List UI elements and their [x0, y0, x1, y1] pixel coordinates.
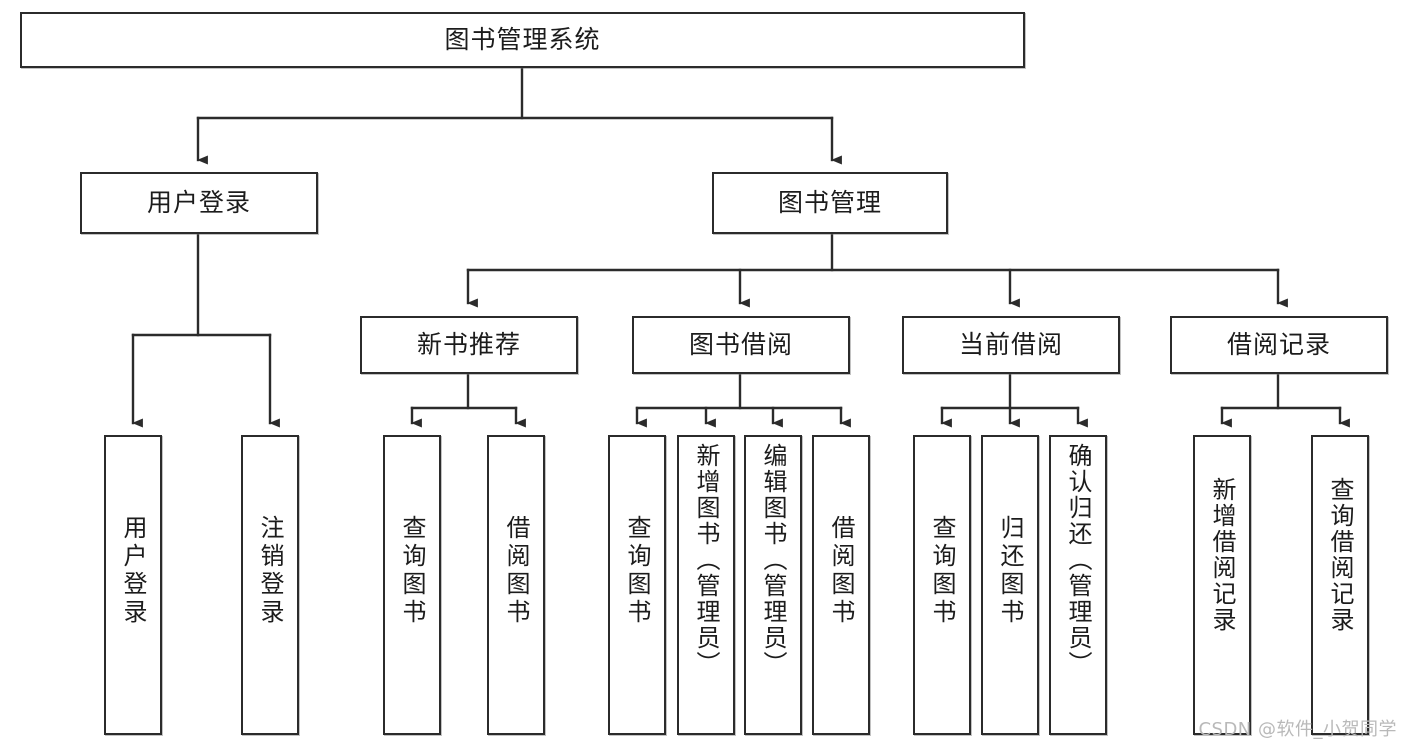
node-label: 当前借阅	[958, 330, 1063, 360]
node-label: 借阅图书	[502, 515, 530, 627]
node-label: 用户登录	[119, 515, 147, 627]
leaf-query-book-current[interactable]: 查询图书	[913, 435, 971, 735]
leaf-edit-book-admin[interactable]: 编辑图书（管理员）	[744, 435, 802, 735]
node-new-book-recommend[interactable]: 新书推荐	[360, 316, 578, 374]
leaf-user-login[interactable]: 用户登录	[104, 435, 162, 735]
leaf-query-book-new[interactable]: 查询图书	[383, 435, 441, 735]
leaf-logout[interactable]: 注销登录	[241, 435, 299, 735]
node-label: 编辑图书（管理员）	[759, 443, 787, 677]
node-label: 新增图书（管理员）	[692, 443, 720, 677]
leaf-borrow-book[interactable]: 借阅图书	[812, 435, 870, 735]
node-root-book-management-system[interactable]: 图书管理系统	[20, 12, 1025, 68]
node-book-management[interactable]: 图书管理	[712, 172, 948, 234]
node-label: 注销登录	[256, 515, 284, 627]
node-book-borrow[interactable]: 图书借阅	[632, 316, 850, 374]
node-label: 查询借阅记录	[1326, 477, 1354, 633]
node-label: 查询图书	[623, 515, 651, 627]
node-label: 借阅图书	[827, 515, 855, 627]
leaf-add-book-admin[interactable]: 新增图书（管理员）	[677, 435, 735, 735]
csdn-watermark: CSDN @软件_小贺同学	[1198, 719, 1397, 740]
node-label: 新书推荐	[416, 330, 521, 360]
leaf-confirm-return-admin[interactable]: 确认归还（管理员）	[1049, 435, 1107, 735]
node-label: 归还图书	[996, 515, 1024, 627]
leaf-add-borrow-record[interactable]: 新增借阅记录	[1193, 435, 1251, 735]
node-label: 图书管理系统	[444, 25, 601, 55]
node-label: 确认归还（管理员）	[1064, 443, 1092, 677]
node-label: 图书借阅	[688, 330, 793, 360]
leaf-return-book[interactable]: 归还图书	[981, 435, 1039, 735]
node-label: 借阅记录	[1226, 330, 1331, 360]
leaf-query-book-borrow[interactable]: 查询图书	[608, 435, 666, 735]
leaf-query-borrow-record[interactable]: 查询借阅记录	[1311, 435, 1369, 735]
node-label: 图书管理	[777, 188, 882, 218]
node-label: 新增借阅记录	[1208, 477, 1236, 633]
node-label: 用户登录	[146, 188, 251, 218]
node-current-borrow[interactable]: 当前借阅	[902, 316, 1120, 374]
node-user-login[interactable]: 用户登录	[80, 172, 318, 234]
node-label: 查询图书	[398, 515, 426, 627]
leaf-borrow-book-new[interactable]: 借阅图书	[487, 435, 545, 735]
node-label: 查询图书	[928, 515, 956, 627]
node-borrow-record[interactable]: 借阅记录	[1170, 316, 1388, 374]
